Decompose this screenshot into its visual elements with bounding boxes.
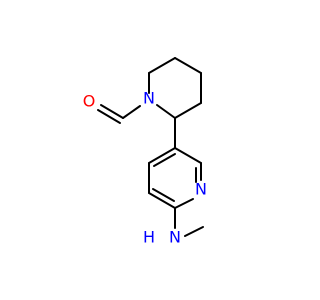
- bond-c6-n1: [156, 104, 176, 119]
- bond-c3py-c2py: [174, 147, 202, 164]
- background: [0, 0, 300, 300]
- bond-n-c6py: [174, 198, 194, 209]
- molecule-structure-diagram: O N N N H: [0, 0, 300, 300]
- bond-c4py-c3py-inner: [153, 153, 176, 167]
- bond-cho-o-b: [97, 109, 121, 124]
- bond-c2-c3: [148, 57, 176, 74]
- piperidine-nitrogen-label: N: [143, 89, 155, 108]
- bond-c6py-c5py: [148, 192, 176, 209]
- amine-hydrogen-label: H: [143, 228, 155, 247]
- bond-c3-c4: [174, 57, 202, 74]
- pyridine-nitrogen-label: N: [195, 180, 207, 199]
- amine-nitrogen-label: N: [169, 228, 181, 247]
- bonds: [97, 57, 204, 237]
- oxygen-label: O: [83, 92, 96, 111]
- bond-c5-c6: [174, 102, 202, 119]
- bond-cho-o-a: [100, 104, 124, 119]
- atom-labels: O N N N H: [83, 89, 207, 247]
- bond-nh-ch3: [184, 226, 204, 237]
- bond-c6py-c5py-inner: [152, 188, 175, 202]
- bond-c4py-c3py: [148, 147, 176, 164]
- bond-n1-cho: [122, 105, 141, 119]
